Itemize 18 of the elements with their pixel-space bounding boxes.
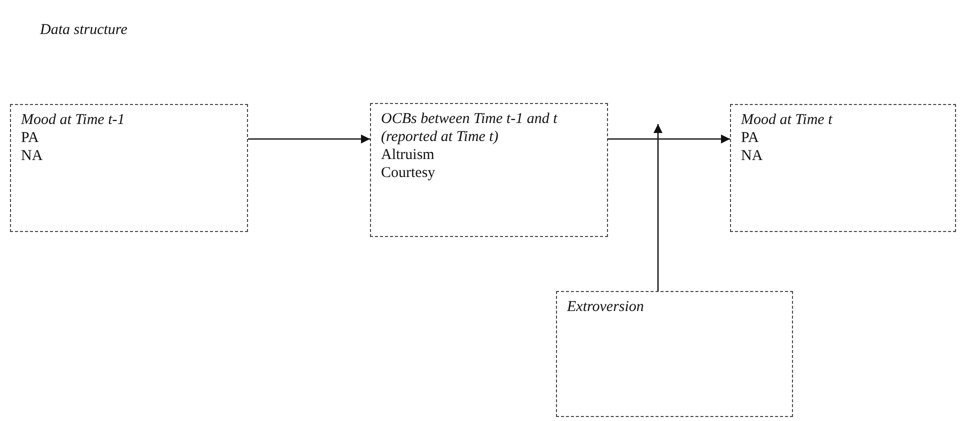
variable-label: PA [21,129,40,147]
variable-label: NA [741,147,764,165]
arrow [608,134,730,144]
variable-label: Altruism [381,146,436,164]
box-heading: Mood at Time t-1 [21,111,126,129]
dashed-box [10,104,248,232]
diagram-title: Data structure [40,22,128,39]
box-heading: OCBs between Time t-1 and t (reported at Time t) [381,110,558,146]
dashed-box [730,104,956,232]
arrow [654,124,662,291]
box-heading: Extroversion [567,298,645,316]
variable-label: NA [21,147,44,165]
dashed-box [370,103,608,237]
dashed-box [556,291,793,417]
variable-label: Courtesy [381,164,436,182]
arrow [248,134,370,144]
variable-label: PA [741,129,760,147]
box-heading: Mood at Time t [741,111,834,129]
